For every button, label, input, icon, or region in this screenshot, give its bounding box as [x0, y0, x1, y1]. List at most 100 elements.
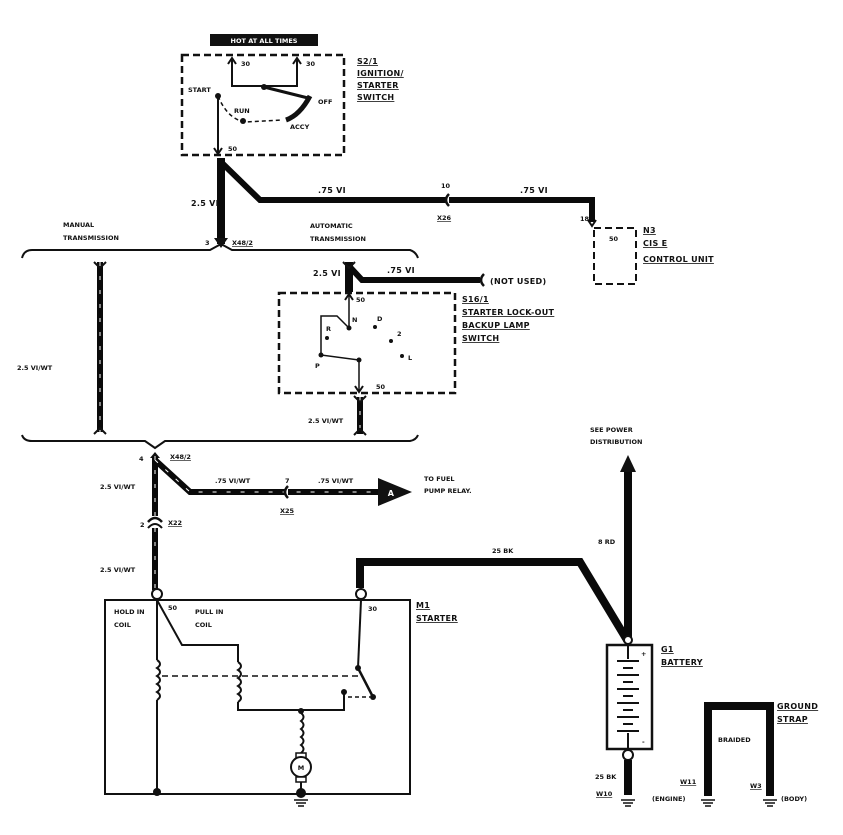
battery-minus: - — [642, 738, 645, 746]
ignition-name-1: IGNITION/ — [357, 69, 404, 78]
engine-ground-ref: W11 — [680, 778, 697, 786]
terminal-30-lead — [357, 599, 362, 669]
pos-n: N — [352, 316, 357, 324]
battery-name: BATTERY — [661, 658, 703, 667]
lower-wires: A TO FUEL PUMP RELAY. 4 X48/2 2.5 VI/WT … — [100, 452, 472, 590]
ground-strap: BRAIDED GROUND STRAP W11 (ENGINE) W3 (BO… — [652, 702, 818, 807]
lockout-bottom-arrow — [354, 385, 364, 394]
not-used-wire — [346, 263, 480, 283]
manual-label-2: TRANSMISSION — [63, 234, 119, 242]
lockout-switch-box — [277, 291, 457, 395]
x26-ref: X26 — [437, 214, 452, 222]
cable-label-8rd: 8 RD — [598, 538, 616, 546]
fuel-pump-dest-2: PUMP RELAY. — [424, 487, 472, 495]
marker-a: A — [388, 489, 395, 498]
pull-coil-return — [237, 692, 345, 711]
ignition-switch: HOT AT ALL TIMES 30 30 START RUN OFF ACC… — [180, 34, 404, 157]
wire-label-0.75vi-2: .75 VI — [520, 186, 548, 195]
lockout-terminal-top: 50 — [356, 296, 366, 304]
cis-e-control-unit: 18 50 N3 CIS E CONTROL UNIT — [580, 215, 714, 285]
x26-connector — [444, 193, 450, 207]
pos-2: 2 — [397, 330, 402, 338]
engine-ground-loc: (ENGINE) — [652, 795, 685, 803]
auto-out-top-end — [353, 395, 367, 404]
motor-label: M — [298, 764, 304, 772]
battery-ground-ref: W10 — [596, 790, 613, 798]
starter-lockout-switch: 2.5 VI .75 VI (NOT USED) 50 50 N D R P 2… — [277, 261, 555, 436]
lockout-name-2: BACKUP LAMP — [462, 321, 530, 330]
fuel-pump-wire — [152, 457, 380, 495]
battery-plus: + — [641, 650, 646, 658]
starter-name: STARTER — [416, 614, 458, 623]
n3-pin-outside: 18 — [580, 215, 590, 223]
manual-label-1: MANUAL — [63, 221, 94, 229]
manual-bridge-bottom-end — [93, 426, 107, 435]
contact-p — [318, 352, 324, 358]
battery-ground-label: 25 BK — [595, 773, 617, 781]
accy-arc — [285, 94, 313, 123]
n3-ref: N3 — [643, 226, 656, 235]
not-used-connector — [479, 273, 485, 287]
braided-label: BRAIDED — [718, 736, 751, 744]
n3-box — [593, 227, 637, 285]
lockout-name-3: SWITCH — [462, 334, 499, 343]
wire-label-fuel-b: .75 VI/WT — [318, 477, 354, 485]
lockout-name-1: STARTER LOCK-OUT — [462, 308, 555, 317]
wire-0.75vi — [218, 159, 595, 222]
battery-negative-post — [622, 749, 634, 761]
ground-node — [153, 788, 161, 796]
off-label: OFF — [318, 98, 332, 106]
wire-label-0.75vi: .75 VI — [318, 186, 346, 195]
lockout-terminal-bottom: 50 — [376, 383, 386, 391]
battery-cells-icon — [617, 660, 639, 732]
x22-ref: X22 — [168, 519, 182, 527]
x25-ref: X25 — [280, 507, 295, 515]
pos-p: P — [315, 362, 320, 370]
bottom-bracket — [21, 434, 419, 450]
motor-ground-node — [296, 788, 306, 798]
x25-connector — [283, 485, 289, 499]
auto-out-label: 2.5 VI/WT — [308, 417, 344, 425]
body-ground-icon — [763, 799, 777, 807]
contact-common — [356, 357, 362, 363]
terminal-50-arrow — [213, 147, 223, 156]
battery-starter-cable — [356, 558, 631, 643]
x48-bottom-pin: 4 — [139, 455, 144, 463]
starter-terminal-30: 30 — [368, 605, 378, 613]
n3-name: CIS E — [643, 239, 667, 248]
x22-pin: 2 — [140, 521, 145, 529]
starter-box — [104, 599, 411, 795]
lockout-ref: S16/1 — [462, 295, 489, 304]
body-ground-loc: (BODY) — [781, 795, 807, 803]
fuel-pump-dest-1: TO FUEL — [424, 475, 455, 483]
run-label: RUN — [234, 107, 250, 115]
battery: + - 25 BK W10 G1 BATTERY — [595, 635, 703, 807]
field-coil — [299, 712, 305, 754]
starter-motor: 50 30 HOLD IN COIL PULL IN COIL M — [104, 588, 458, 807]
x48-top-ref: X48/2 — [232, 239, 253, 247]
auto-in-end — [342, 261, 356, 270]
contact-2 — [389, 339, 393, 343]
x22-connector — [147, 516, 163, 523]
terminal-50-post — [151, 588, 163, 600]
pos-l: L — [408, 354, 412, 362]
automatic-label-1: AUTOMATIC — [310, 222, 353, 230]
ground-icon — [294, 799, 308, 807]
hold-coil-label-2: COIL — [114, 621, 131, 629]
pull-coil-lead — [156, 599, 239, 662]
run-arc — [217, 95, 283, 123]
ignition-switch-box — [180, 53, 346, 157]
hold-coil-label-1: HOLD IN — [114, 608, 145, 616]
manual-bridge-top-end — [93, 261, 107, 270]
pull-coil-label-1: PULL IN — [195, 608, 223, 616]
lockout-loop — [320, 315, 360, 392]
engine-ground-icon — [701, 799, 715, 807]
fuel-pump-stripe — [154, 459, 380, 493]
banner-text: HOT AT ALL TIMES — [231, 37, 298, 45]
terminal-30-arrow-2 — [292, 56, 302, 65]
top-bracket — [21, 242, 419, 259]
x25-pin: 7 — [285, 477, 290, 485]
n3-name-2: CONTROL UNIT — [643, 255, 714, 264]
not-used-label: (NOT USED) — [490, 277, 546, 286]
ground-strap-cable — [704, 702, 774, 796]
